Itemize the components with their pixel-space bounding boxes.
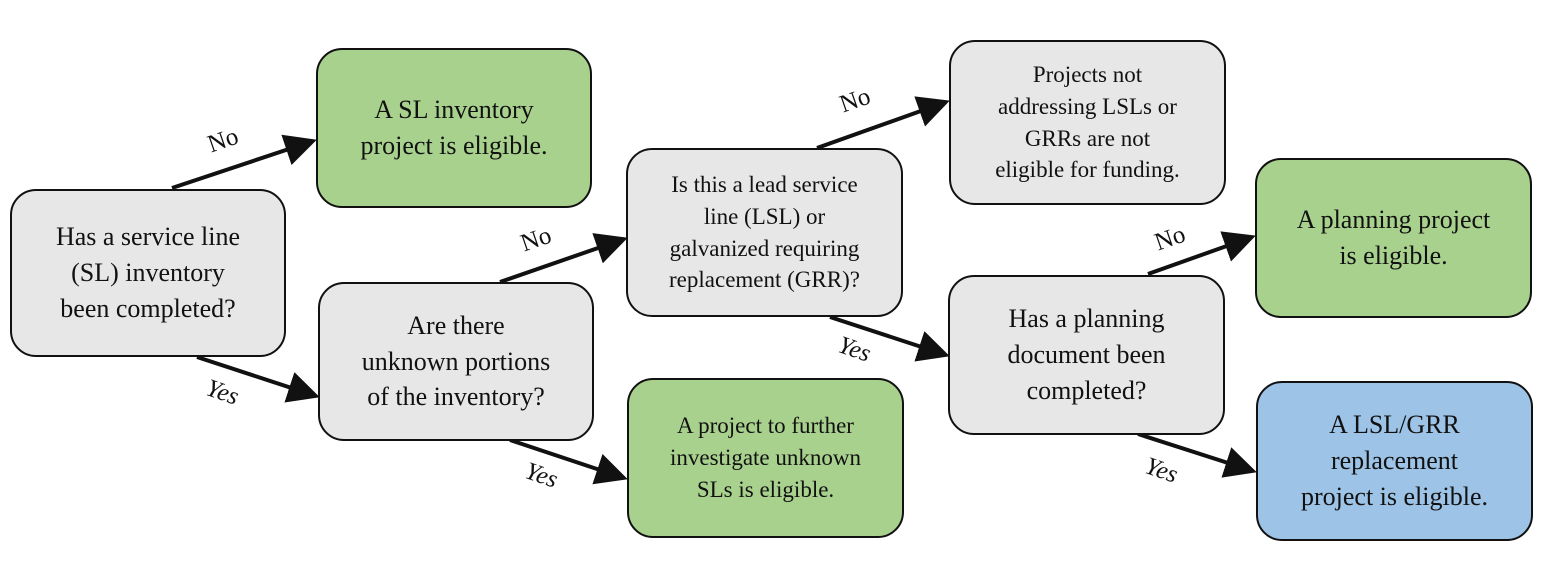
arrow-lsl-yes	[829, 315, 950, 362]
node-r-replacement: A LSL/GRR replacement project is eligibl…	[1256, 381, 1533, 541]
node-q-inventory-text: Has a service line (SL) inventory been c…	[55, 222, 241, 323]
arrow-unknown-yes	[509, 438, 628, 485]
node-r-investigate: A project to further investigate unknown…	[627, 378, 904, 538]
node-q-unknown-text: Are there unknown portions of the invent…	[361, 310, 551, 412]
node-r-not-eligible-text: Projects not addressing LSLs or GRRs are…	[995, 62, 1180, 183]
node-q-inventory: Has a service line (SL) inventory been c…	[10, 189, 286, 357]
arrow-planning-no	[1147, 231, 1256, 276]
node-r-planning-project-text: A planning project is eligible.	[1296, 205, 1491, 270]
node-q-planning: Has a planning document been completed?	[948, 275, 1225, 435]
arrow-unknown-no	[499, 233, 628, 284]
node-r-planning-project: A planning project is eligible.	[1255, 158, 1532, 318]
arrow-lsl-no	[816, 96, 950, 150]
node-q-unknown: Are there unknown portions of the invent…	[318, 282, 594, 441]
node-q-lsl-grr-text: Is this a lead service line (LSL) or gal…	[669, 172, 860, 293]
node-r-inventory-project-text: A SL inventory project is eligible.	[360, 95, 548, 160]
node-r-inventory-project: A SL inventory project is eligible.	[316, 48, 592, 208]
node-q-planning-text: Has a planning document been completed?	[1007, 304, 1166, 405]
node-r-investigate-text: A project to further investigate unknown…	[670, 413, 861, 502]
node-r-replacement-text: A LSL/GRR replacement project is eligibl…	[1300, 410, 1488, 511]
arrow-inventory-yes	[196, 355, 320, 403]
arrow-planning-yes	[1137, 432, 1257, 478]
node-q-lsl-grr: Is this a lead service line (LSL) or gal…	[626, 148, 903, 317]
arrow-inventory-no	[171, 134, 317, 190]
node-r-not-eligible: Projects not addressing LSLs or GRRs are…	[949, 40, 1226, 205]
